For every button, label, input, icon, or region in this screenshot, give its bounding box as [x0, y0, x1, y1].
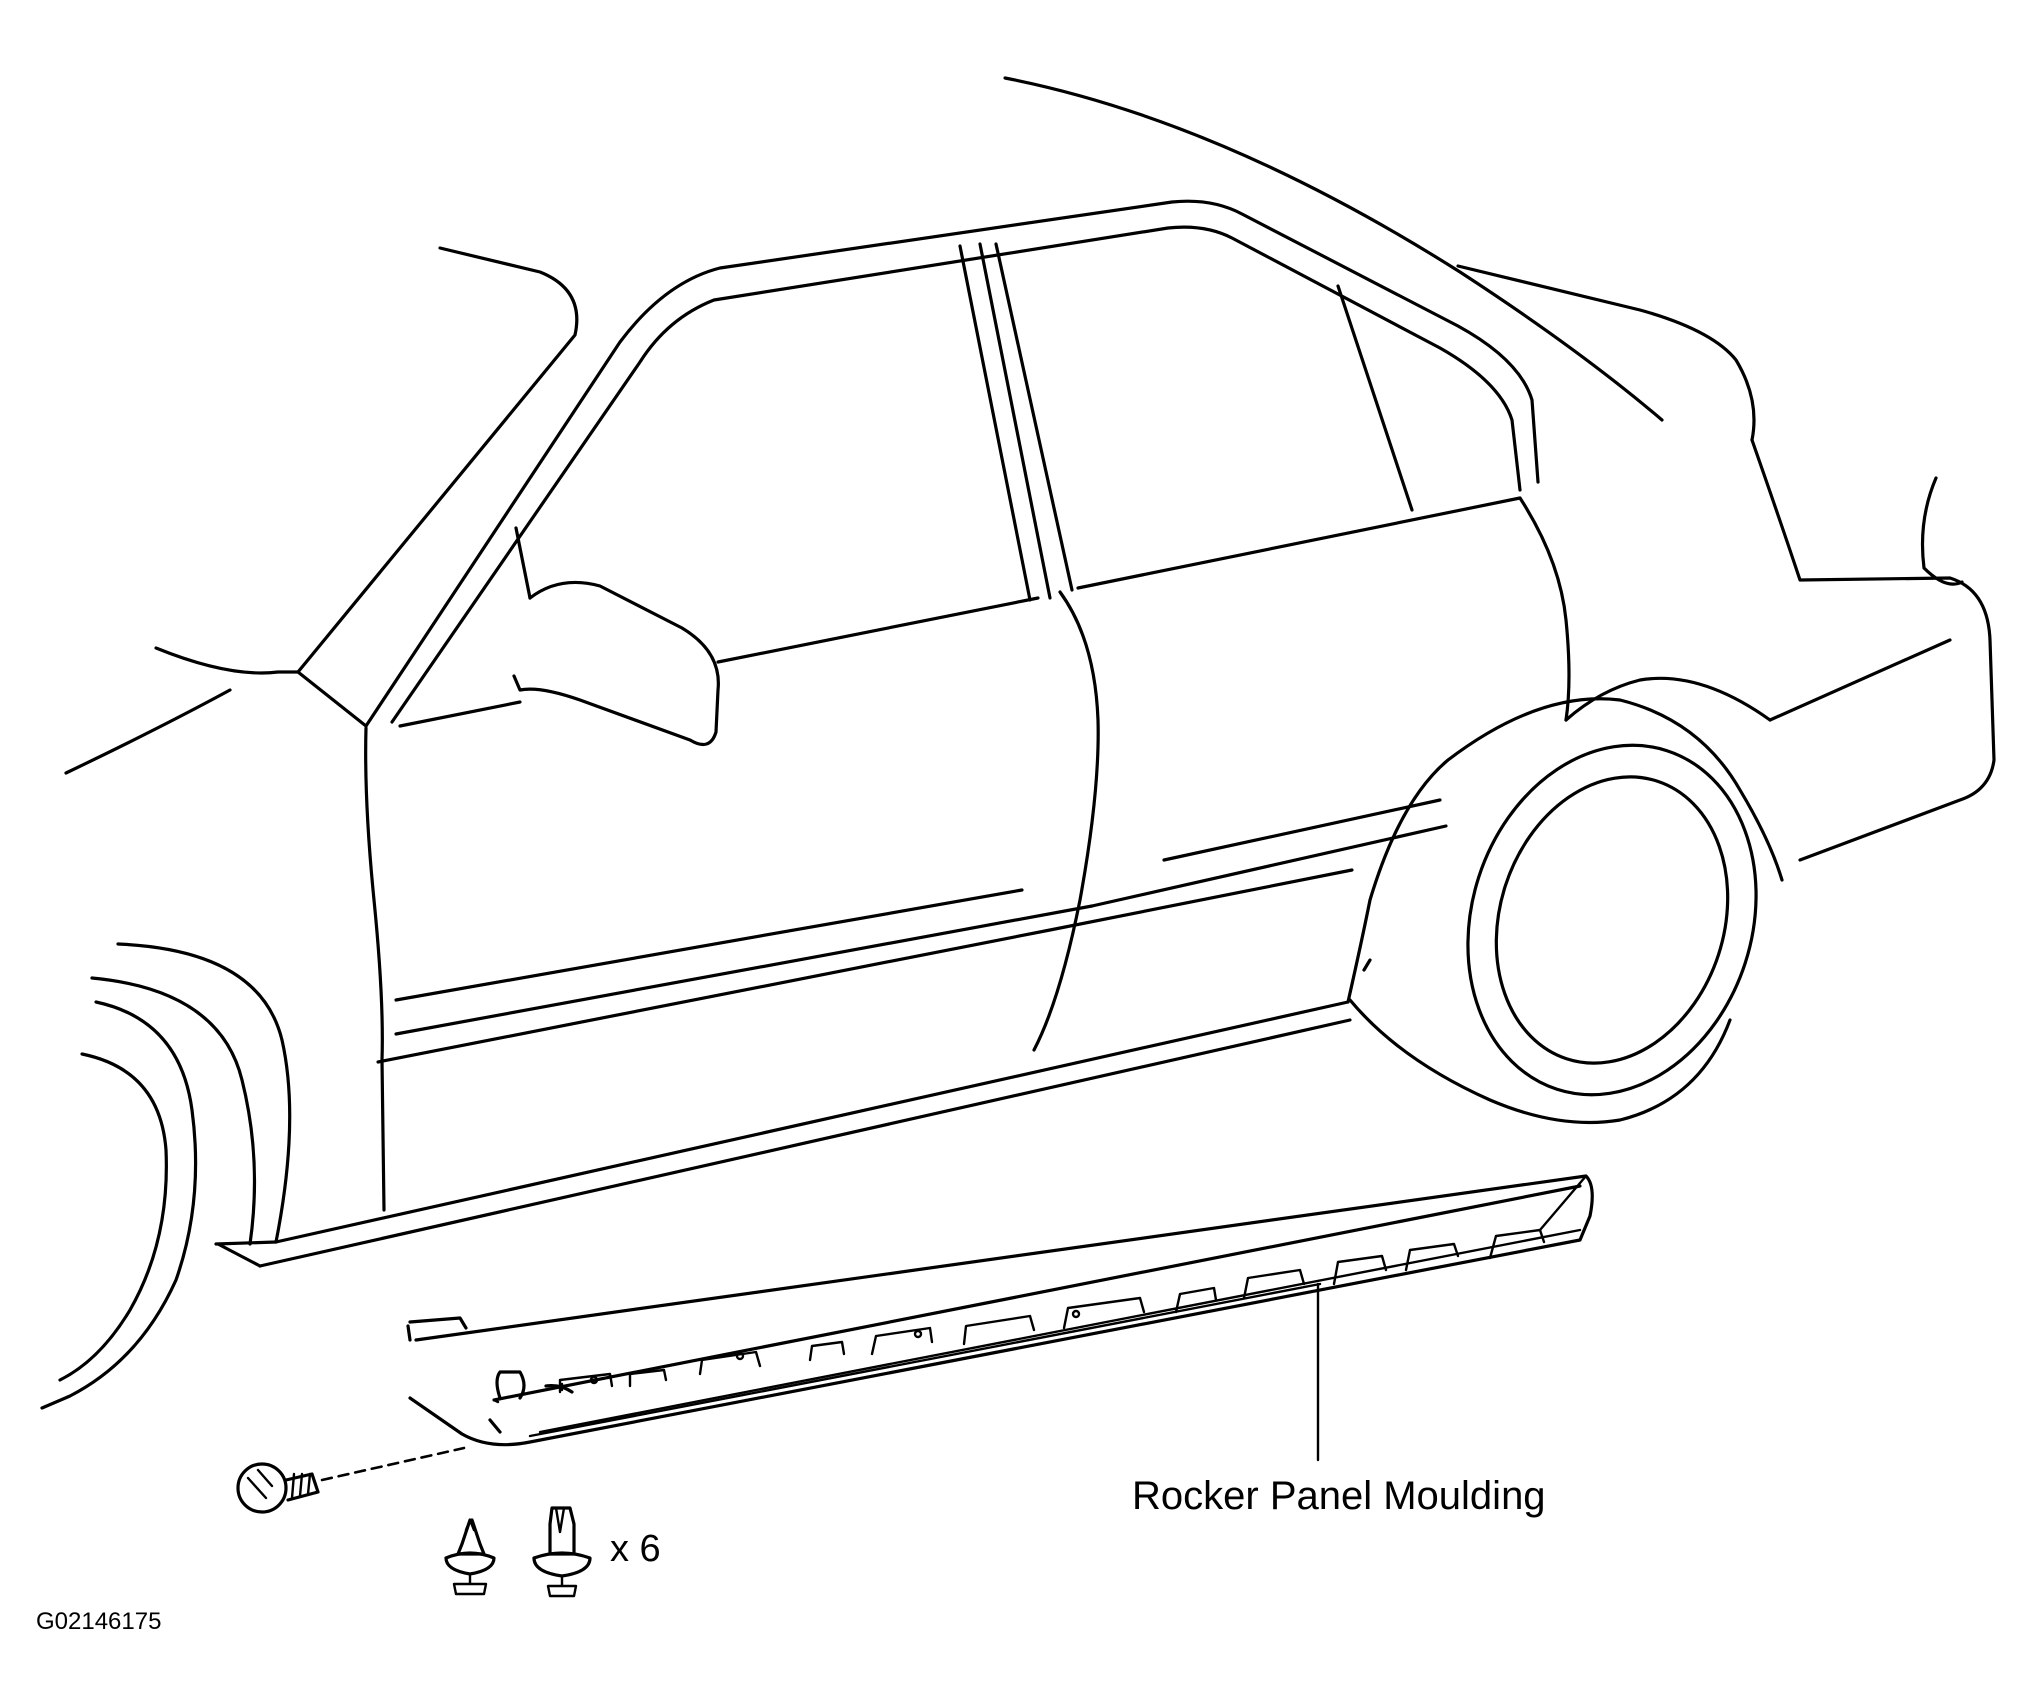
clip-quantity-label: x 6 — [610, 1528, 661, 1570]
screw-path-dashed — [320, 1446, 466, 1482]
clip-icon — [444, 1518, 496, 1596]
figure-code-label: G02146175 — [36, 1608, 162, 1635]
car-body — [40, 76, 1996, 1410]
clip-icon — [532, 1506, 592, 1598]
part-name-label: Rocker Panel Moulding — [1132, 1474, 1546, 1518]
rocker-panel-moulding — [406, 1174, 1594, 1447]
screw-icon — [236, 1462, 320, 1514]
